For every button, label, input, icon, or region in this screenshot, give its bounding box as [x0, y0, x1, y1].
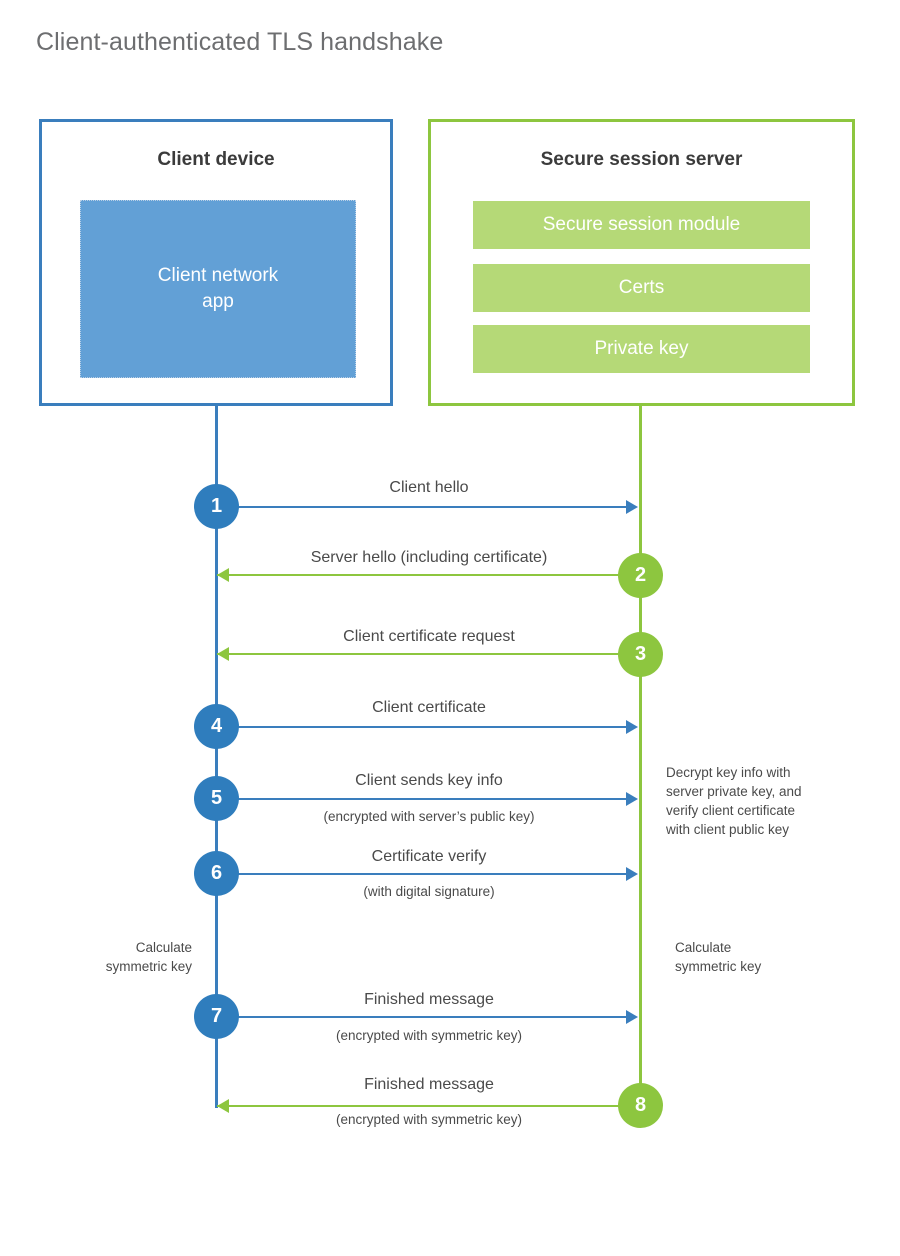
step-7-sublabel: (encrypted with symmetric key) [335, 1028, 523, 1043]
step-6-sublabel: (with digital signature) [363, 884, 495, 899]
step-6-arrow-head-icon [626, 867, 638, 881]
client-calculate-symmetric-key-annotation: Calculate symmetric key [105, 940, 192, 975]
step-3-arrow-head-icon [217, 647, 229, 661]
step-4-arrow-line [217, 726, 626, 728]
client-device-title: Client device [157, 149, 275, 170]
step-8-badge: 8 [618, 1083, 663, 1128]
step-7-arrow-head-icon [626, 1010, 638, 1024]
step-8-label: Finished message [364, 1076, 494, 1093]
page-title: Client-authenticated TLS handshake [36, 28, 444, 56]
step-1-badge: 1 [194, 484, 239, 529]
step-3-label: Client certificate request [343, 628, 515, 645]
step-6-arrow-line [217, 873, 626, 875]
step-2-arrow-head-icon [217, 568, 229, 582]
step-8-arrow-line [217, 1105, 641, 1107]
step-2-badge: 2 [618, 553, 663, 598]
step-4-arrow-head-icon [626, 720, 638, 734]
client-network-app-block: Client network app [80, 200, 356, 378]
step-1-arrow-head-icon [626, 500, 638, 514]
step-7-badge: 7 [194, 994, 239, 1039]
step-4-label: Client certificate [372, 699, 486, 716]
step-4-badge: 4 [194, 704, 239, 749]
step-5-badge: 5 [194, 776, 239, 821]
step-6-badge: 6 [194, 851, 239, 896]
server-calculate-symmetric-key-annotation: Calculate symmetric key [675, 940, 762, 975]
client-device-box: Client device Client network app [39, 119, 393, 406]
step-2-arrow-line [217, 574, 641, 576]
step-5-arrow-line [217, 798, 626, 800]
step-3-arrow-line [217, 653, 641, 655]
server-lifeline [639, 405, 642, 1108]
step-8-sublabel: (encrypted with symmetric key) [335, 1112, 523, 1127]
server-block-certs: Certs [473, 264, 810, 312]
step-2-label: Server hello (including certificate) [310, 549, 548, 566]
step-1-label: Client hello [389, 479, 469, 496]
step-7-label: Finished message [364, 991, 494, 1008]
server-decrypt-annotation: Decrypt key info with server private key… [666, 765, 802, 838]
step-8-arrow-head-icon [217, 1099, 229, 1113]
step-5-label: Client sends key info [355, 772, 503, 789]
server-block-secure-session-module: Secure session module [473, 201, 810, 249]
server-block-private-key: Private key [473, 325, 810, 373]
step-3-badge: 3 [618, 632, 663, 677]
step-5-arrow-head-icon [626, 792, 638, 806]
client-lifeline [215, 405, 218, 1108]
secure-session-server-title: Secure session server [540, 149, 743, 170]
step-5-sublabel: (encrypted with server’s public key) [323, 809, 535, 824]
step-1-arrow-line [217, 506, 626, 508]
secure-session-server-box: Secure session server Secure session mod… [428, 119, 855, 406]
step-7-arrow-line [217, 1016, 626, 1018]
step-6-label: Certificate verify [371, 848, 487, 865]
